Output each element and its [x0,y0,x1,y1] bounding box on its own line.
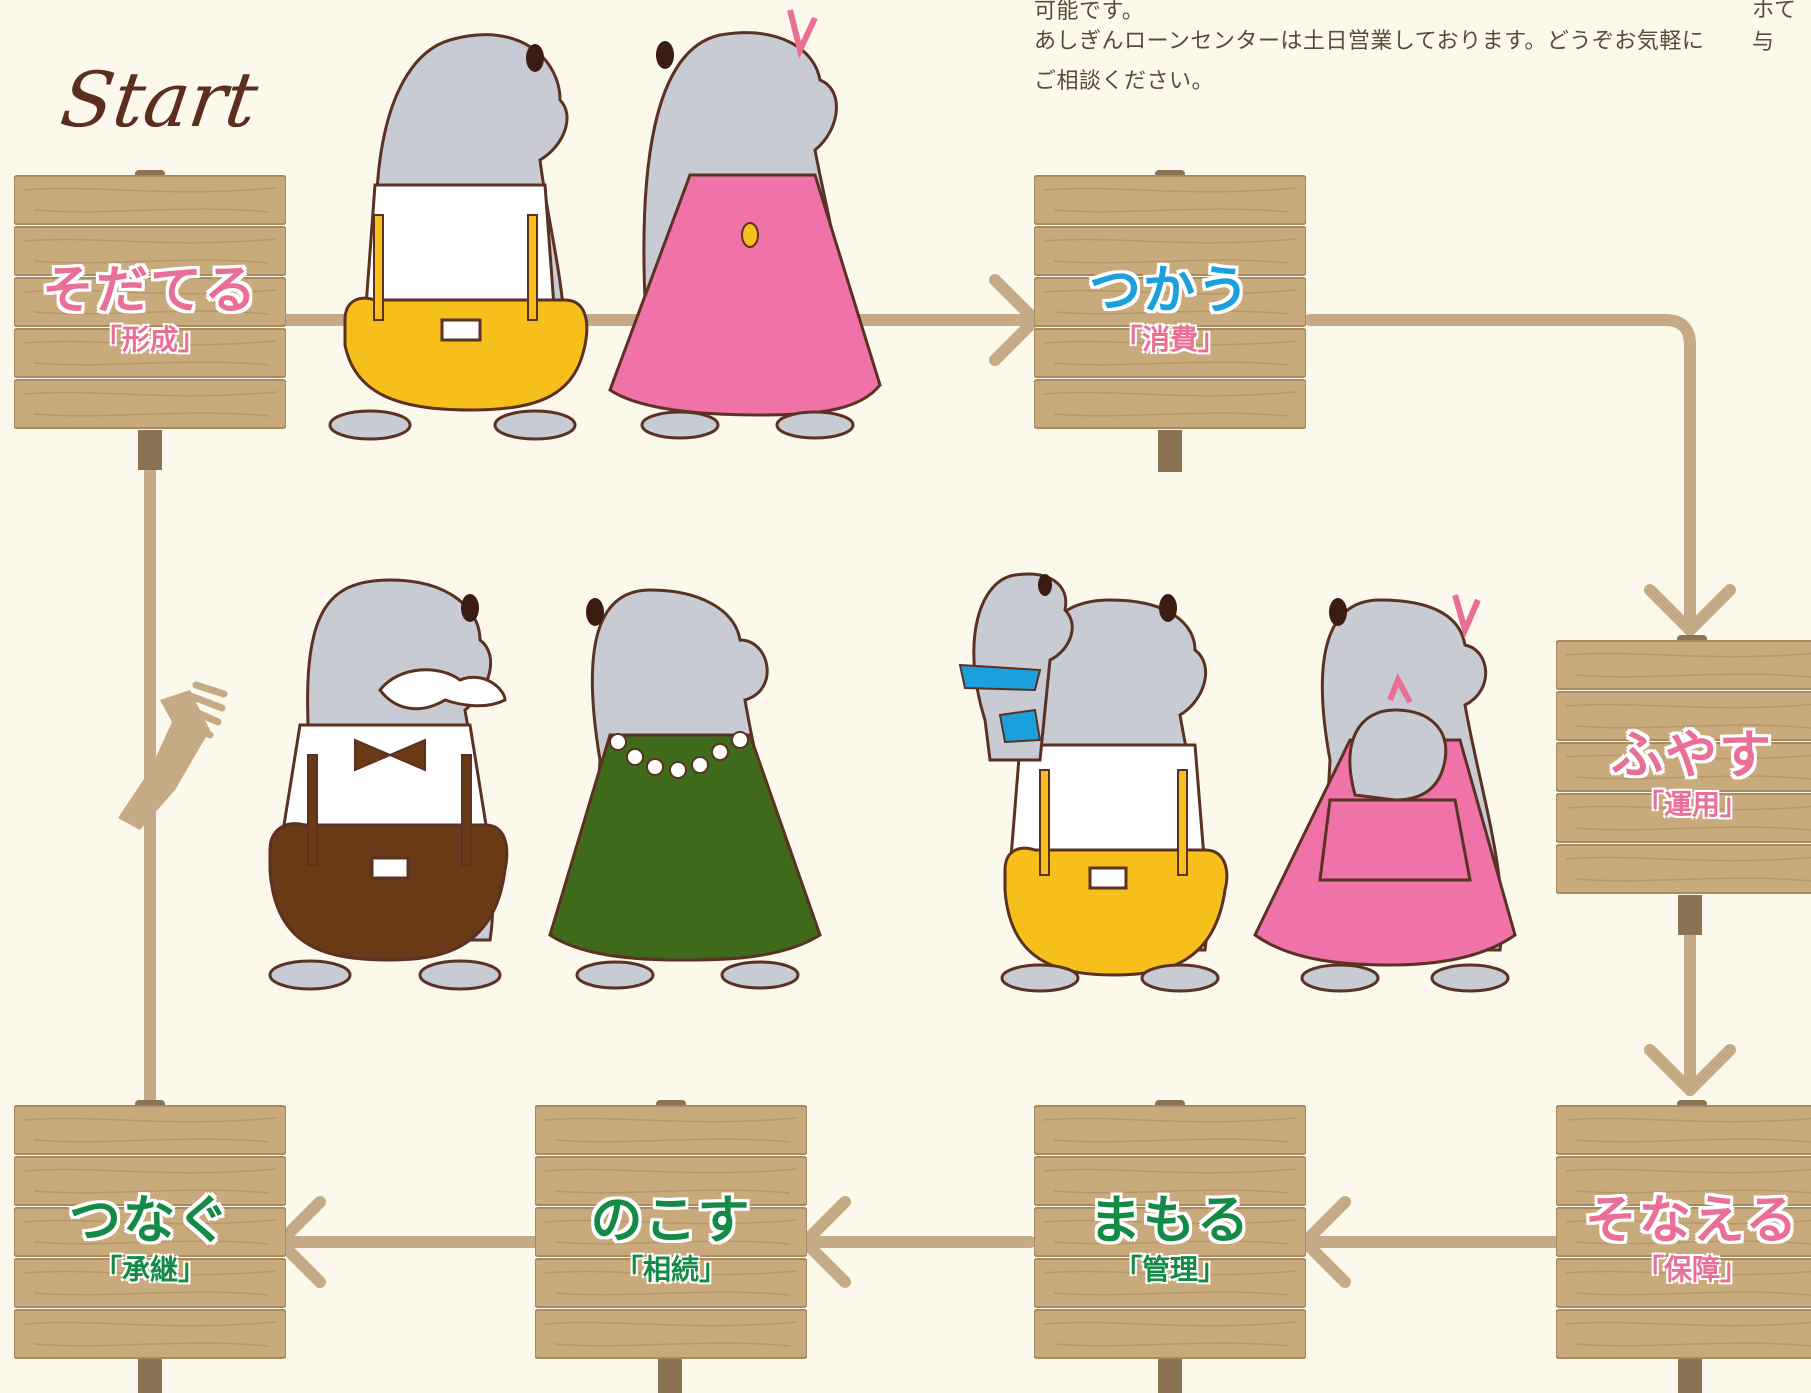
wood-sign-icon [14,170,286,429]
stage-sub-label: 「運用」 [1635,788,1748,821]
wood-sign-icon [1034,1100,1306,1359]
sign-plank [1034,1105,1306,1155]
wood-grain [1565,703,1811,729]
sign-plank [1556,640,1811,690]
wood-grain [23,289,277,315]
wood-grain [1043,1117,1297,1143]
wood-grain [544,1321,798,1347]
sign-plank [14,379,286,429]
wood-grain [1043,1219,1297,1245]
stage-sub-label: 「消費」 [1113,323,1226,356]
arrow-icon [1644,1044,1736,1096]
wood-grain [23,1168,277,1194]
stage-sign-tsukau[interactable]: つかう 「消費」 [1034,170,1306,442]
intro-line-2: ご相談ください。 [1034,69,1215,94]
wood-grain [544,1117,798,1143]
stage-sub-label: 「形成」 [93,323,206,356]
wood-grain [1565,652,1811,678]
intro-line-0: 可能です。 [1034,0,1145,24]
wood-grain [23,187,277,213]
wood-grain [23,1219,277,1245]
sign-plank [1556,1309,1811,1359]
stage-sub-label: 「管理」 [1113,1253,1226,1286]
wood-sign-icon [1556,1100,1811,1359]
elderly-couple-illustration [268,578,822,991]
sign-plank [14,175,286,225]
wood-grain [1565,856,1811,882]
wood-grain [23,1270,277,1296]
stage-main-label: ふやす [1610,726,1773,786]
hand-brush-icon [118,681,228,830]
stage-main-label: そなえる [1584,1191,1800,1251]
intro-right-fragment: ホて与 [1752,0,1797,55]
start-label: Start [55,55,264,144]
wood-grain [23,1321,277,1347]
stage-sign-fuyasu[interactable]: ふやす 「運用」 [1556,635,1811,907]
sign-plank [535,1105,807,1155]
sign-plank [1034,379,1306,429]
wood-grain [23,391,277,417]
wood-sign-icon [1034,170,1306,429]
wood-grain [1043,391,1297,417]
stage-sub-label: 「相続」 [614,1253,727,1286]
sign-plank [1034,1309,1306,1359]
stage-sign-sodateru[interactable]: そだてる 「形成」 [14,170,286,442]
wood-grain [1565,754,1811,780]
sign-plank [1034,175,1306,225]
wood-grain [1043,1270,1297,1296]
sign-plank [1556,1105,1811,1155]
stage-sign-nokosu[interactable]: のこす 「相続」 [535,1100,807,1372]
stage-main-label: つなぐ [68,1191,231,1251]
wood-grain [1565,1117,1811,1143]
wood-grain [23,1117,277,1143]
stage-main-label: つかう [1088,261,1251,321]
stage-sign-sonaeru[interactable]: そなえる 「保障」 [1556,1100,1811,1372]
sign-plank [1556,844,1811,894]
wood-grain [1043,340,1297,366]
wood-grain [23,238,277,264]
sign-plank [14,1309,286,1359]
wood-grain [1043,289,1297,315]
stage-main-label: のこす [590,1191,752,1251]
family-illustration [958,572,1517,993]
wood-grain [544,1168,798,1194]
wood-grain [544,1270,798,1296]
wood-grain [1565,1321,1811,1347]
wood-sign-icon [1556,635,1811,894]
sign-plank [535,1309,807,1359]
wood-grain [1043,187,1297,213]
stage-main-label: まもる [1088,1191,1251,1251]
wood-grain [544,1219,798,1245]
wood-grain [1043,1168,1297,1194]
wood-grain [1565,1219,1811,1245]
stage-sub-label: 「承継」 [93,1253,206,1286]
wood-sign-icon [535,1100,807,1359]
intro-line-1: あしぎんローンセンターは土日営業しております。どうぞお気軽に [1034,29,1705,54]
wood-grain [1565,1270,1811,1296]
stage-sub-label: 「保障」 [1635,1253,1748,1286]
wood-sign-icon [14,1100,286,1359]
wood-grain [1043,1321,1297,1347]
wood-grain [1565,1168,1811,1194]
wood-grain [1043,238,1297,264]
wood-grain [23,340,277,366]
stage-main-label: そだてる [41,261,258,321]
young-couple-illustration [328,9,882,441]
intro-text: 可能です。 あしぎんローンセンターは土日営業しております。どうぞお気軽に ご相談… [1034,0,1724,102]
arrow-icon [1644,584,1736,636]
sign-plank [14,1105,286,1155]
stage-sign-tsunagu[interactable]: つなぐ 「承継」 [14,1100,286,1372]
wood-grain [1565,805,1811,831]
stage-sign-mamoru[interactable]: まもる 「管理」 [1034,1100,1306,1372]
